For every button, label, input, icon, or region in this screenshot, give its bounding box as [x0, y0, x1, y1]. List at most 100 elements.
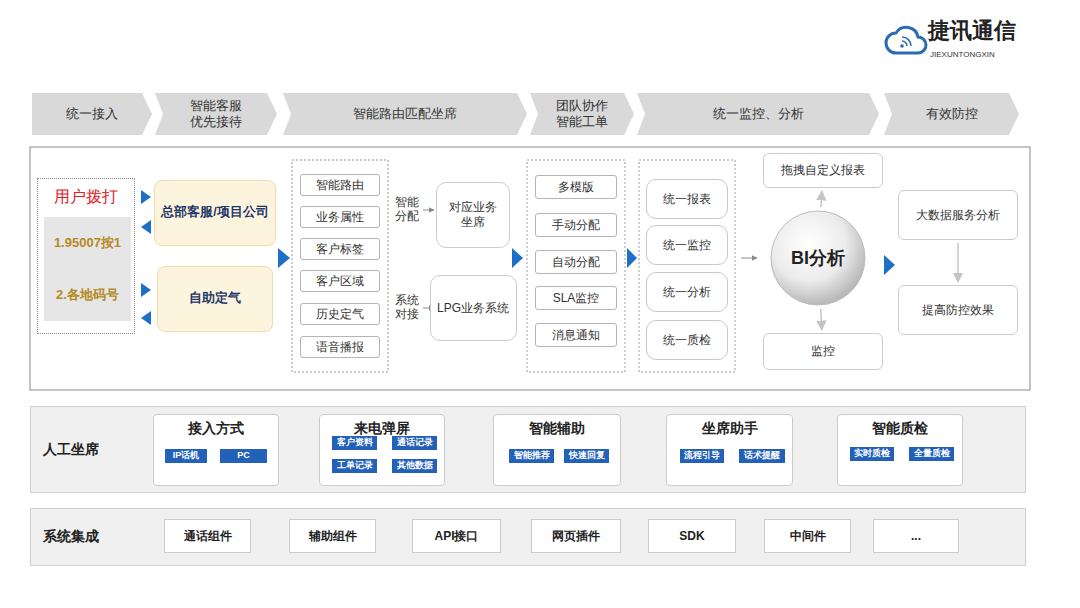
flow-triangle — [141, 283, 151, 297]
feature-chip: 其他数据 — [392, 459, 437, 473]
feature-tag: 智能路由 — [300, 174, 380, 196]
flow-triangle — [884, 255, 895, 275]
feature-tag: 自动分配 — [535, 250, 617, 274]
node-text: SDK — [679, 529, 704, 544]
component-box: 辅助组件 — [289, 519, 376, 553]
feature-chip: PC — [220, 449, 267, 463]
node-text: IP话机 — [173, 450, 200, 461]
node-text: 智能辅助 — [529, 420, 585, 438]
feature-card: 智能质检实时质检全量质检 — [837, 414, 963, 486]
result-box: 大数据服务分析 — [898, 190, 1018, 240]
stage-chevron: 智能路由匹配坐席 — [283, 93, 527, 135]
sphere-fill — [771, 211, 865, 305]
node-text: 提高防控效果 — [922, 303, 994, 318]
node-text: 监控 — [811, 344, 835, 359]
feature-tag: 客户标签 — [300, 238, 380, 260]
entry-box: 总部客服/项目公司 — [154, 180, 276, 246]
component-box: SDK — [648, 519, 736, 553]
node-text: 消息通知 — [552, 328, 600, 343]
node-text: 统一监控、分析 — [713, 106, 804, 122]
node-text: 网页插件 — [552, 529, 600, 544]
node-text: 总部客服/项目公司 — [161, 205, 268, 221]
flow-triangle — [278, 248, 290, 268]
dotted-group — [639, 160, 735, 372]
node-text: BI分析 — [791, 247, 845, 270]
node-text: 客户区域 — [316, 274, 364, 289]
feature-tag: 多模版 — [535, 175, 617, 199]
arrow-label: 系统 对接 — [394, 293, 420, 322]
component-box: ... — [873, 519, 959, 553]
node-text: 客户资料 — [337, 437, 373, 448]
stage-chevron: 统一接入 — [32, 93, 152, 135]
stage-chevron: 统一监控、分析 — [637, 93, 879, 135]
feature-tag: 消息通知 — [535, 323, 617, 347]
monitor-box: 统一监控 — [646, 225, 728, 265]
node-text: 系统集成 — [43, 528, 99, 546]
node-text: 快速回复 — [569, 450, 605, 461]
feature-card: 智能辅助智能推荐 快速回复 — [493, 414, 621, 486]
node-text: 接入方式 — [188, 420, 244, 438]
logo-text: JIEXUNTONGXIN — [930, 50, 1030, 60]
node-text: 流程引导 — [684, 450, 720, 461]
layer-band: 人工坐席接入方式IP话机PC来电弹屏客户资料通话记录工单记录其他数据智能辅助智能… — [30, 406, 1026, 493]
chevron-fill — [283, 93, 527, 135]
result-box: 提高防控效果 — [898, 285, 1018, 335]
flow-connector — [821, 309, 822, 330]
node-text: 客户标签 — [316, 242, 364, 257]
result-box: 拖拽自定义报表 — [763, 153, 883, 188]
stage-chevron: 团队协作 智能工单 — [530, 93, 634, 135]
target-box: LPG业务系统 — [430, 275, 517, 341]
flow-triangle — [512, 248, 523, 268]
dotted-group — [527, 160, 625, 372]
feature-chip: 工单记录 — [332, 459, 377, 473]
feature-tag: 历史定气 — [300, 303, 380, 325]
assign-arrow — [423, 210, 434, 211]
entry-box: 自助定气 — [157, 266, 273, 332]
feature-chip: 通话记录 — [392, 436, 437, 450]
logo-wave — [902, 37, 911, 46]
feature-card: 来电弹屏客户资料通话记录工单记录其他数据 — [319, 414, 445, 486]
component-box: 中间件 — [764, 519, 851, 553]
component-box: 通话组件 — [164, 519, 251, 553]
feature-chip: 智能推荐 — [509, 449, 554, 463]
node-text: 智能推荐 — [514, 450, 550, 461]
caller-box: 用户拨打1.95007按12.各地码号 — [37, 178, 135, 334]
bi-sphere: BI分析 — [770, 210, 866, 306]
node-text: LPG业务系统 — [437, 301, 509, 316]
node-text: 智能路由 — [316, 178, 364, 193]
feature-tag: SLA监控 — [535, 286, 617, 310]
node-text: 语音播报 — [316, 340, 364, 355]
node-text: 有效防控 — [926, 106, 978, 122]
node-text: 智能质检 — [872, 420, 928, 438]
node-text: API接口 — [434, 529, 478, 544]
layer-band: 系统集成 通话组件 辅助组件 API接口 网页插件 SDK 中间件... — [30, 508, 1026, 566]
feature-chip: IP话机 — [165, 449, 207, 463]
node-text: 团队协作 智能工单 — [552, 98, 612, 131]
node-text: 工单记录 — [337, 460, 373, 471]
chevron-fill — [884, 93, 1019, 135]
logo-cloud — [886, 27, 926, 53]
feature-chip: 话术提醒 — [739, 449, 785, 463]
node-text: 通话组件 — [184, 529, 232, 544]
feature-tag: 业务属性 — [300, 206, 380, 228]
chevron-fill — [32, 93, 152, 135]
node-text: 实时质检 — [854, 448, 890, 459]
flow-triangle — [141, 220, 151, 234]
result-box: 监控 — [763, 333, 883, 370]
flow-arrow — [741, 258, 757, 259]
feature-chip: 实时质检 — [850, 447, 894, 461]
node-text: 统一监控 — [663, 238, 711, 253]
flow-connector — [957, 243, 959, 282]
monitor-box: 统一分析 — [646, 272, 728, 312]
feature-tag: 手动分配 — [535, 213, 617, 237]
node-text: 对应业务 坐席 — [445, 200, 500, 230]
main-panel — [30, 147, 1030, 390]
node-text: 2.各地码号 — [56, 287, 119, 303]
monitor-box: 统一报表 — [646, 179, 728, 219]
arrow-label: 智能 分配 — [394, 195, 420, 224]
node-text: 其他数据 — [397, 460, 433, 471]
chevron-fill — [155, 93, 277, 135]
node-text: 统一接入 — [66, 106, 118, 122]
